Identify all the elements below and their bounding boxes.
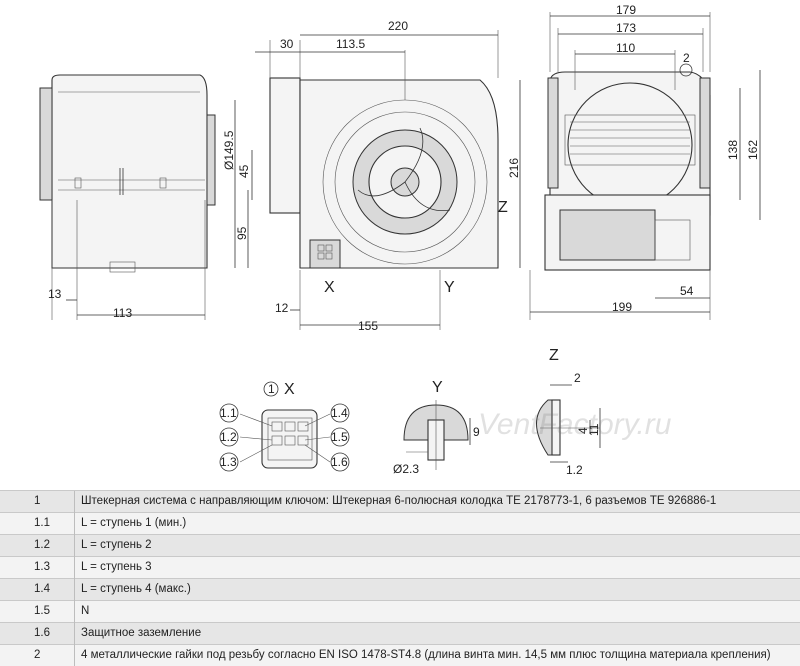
detail-x-label: X <box>284 381 295 398</box>
technical-drawing: 13 113 220 30 113.5 Ø149.5 45 95 2 <box>0 0 800 490</box>
dim-110: 110 <box>616 41 635 55</box>
watermark: VentFactory.ru <box>478 408 671 442</box>
pin-label-1-3: 1.3 <box>220 455 237 469</box>
dim-45: 45 <box>237 164 251 178</box>
left-view <box>40 75 215 320</box>
detail-z-label: Z <box>549 347 559 364</box>
legend-number: 1.6 <box>0 623 75 645</box>
dim-z-2: 2 <box>574 371 581 385</box>
dim-30: 30 <box>280 37 294 51</box>
legend-number: 1.5 <box>0 601 75 623</box>
label-x: X <box>324 279 335 296</box>
label-z: Z <box>498 199 508 216</box>
right-view <box>530 12 760 320</box>
front-view <box>235 30 520 330</box>
dim-113: 113 <box>113 306 132 320</box>
dim-2-ring: 2 <box>683 51 690 65</box>
legend-number: 2 <box>0 645 75 666</box>
dim-54: 54 <box>680 284 694 298</box>
dim-199: 199 <box>612 300 632 314</box>
dim-155: 155 <box>358 319 378 333</box>
dim-12: 12 <box>275 301 289 315</box>
dim-95: 95 <box>235 226 249 240</box>
legend-text: L = ступень 1 (мин.) <box>75 513 800 535</box>
label-y: Y <box>444 279 455 296</box>
dim-138: 138 <box>726 140 740 160</box>
detail-y <box>404 400 470 470</box>
dim-220: 220 <box>388 19 408 33</box>
pin-label-1-5: 1.5 <box>331 430 348 444</box>
legend-number: 1.1 <box>0 513 75 535</box>
ring-1-label: 1 <box>268 382 275 396</box>
dim-113-5: 113.5 <box>336 37 365 51</box>
dim-13: 13 <box>48 287 62 301</box>
legend-text: L = ступень 3 <box>75 557 800 579</box>
legend-text: L = ступень 4 (макс.) <box>75 579 800 601</box>
pin-label-1-6: 1.6 <box>331 455 348 469</box>
pin-label-1-4: 1.4 <box>331 406 348 420</box>
dim-173: 173 <box>616 21 636 35</box>
dim-216: 216 <box>507 158 521 178</box>
legend-text: L = ступень 2 <box>75 535 800 557</box>
legend-text: 4 металлические гайки под резьбу согласн… <box>75 645 800 666</box>
dim-179: 179 <box>616 3 636 17</box>
dim-162: 162 <box>746 140 760 160</box>
legend-text: Защитное заземление <box>75 623 800 645</box>
legend-text: Штекерная система с направляющим ключом:… <box>75 491 800 513</box>
legend-text: N <box>75 601 800 623</box>
pin-label-1-2: 1.2 <box>220 430 237 444</box>
legend-number: 1.2 <box>0 535 75 557</box>
dim-149-5: Ø149.5 <box>222 130 236 170</box>
dim-y-2-3: Ø2.3 <box>393 462 419 476</box>
detail-y-label: Y <box>432 379 443 396</box>
dim-z-1-2: 1.2 <box>566 463 583 477</box>
legend-number: 1 <box>0 491 75 513</box>
legend-number: 1.4 <box>0 579 75 601</box>
pin-label-1-1: 1.1 <box>220 406 237 420</box>
legend-number: 1.3 <box>0 557 75 579</box>
